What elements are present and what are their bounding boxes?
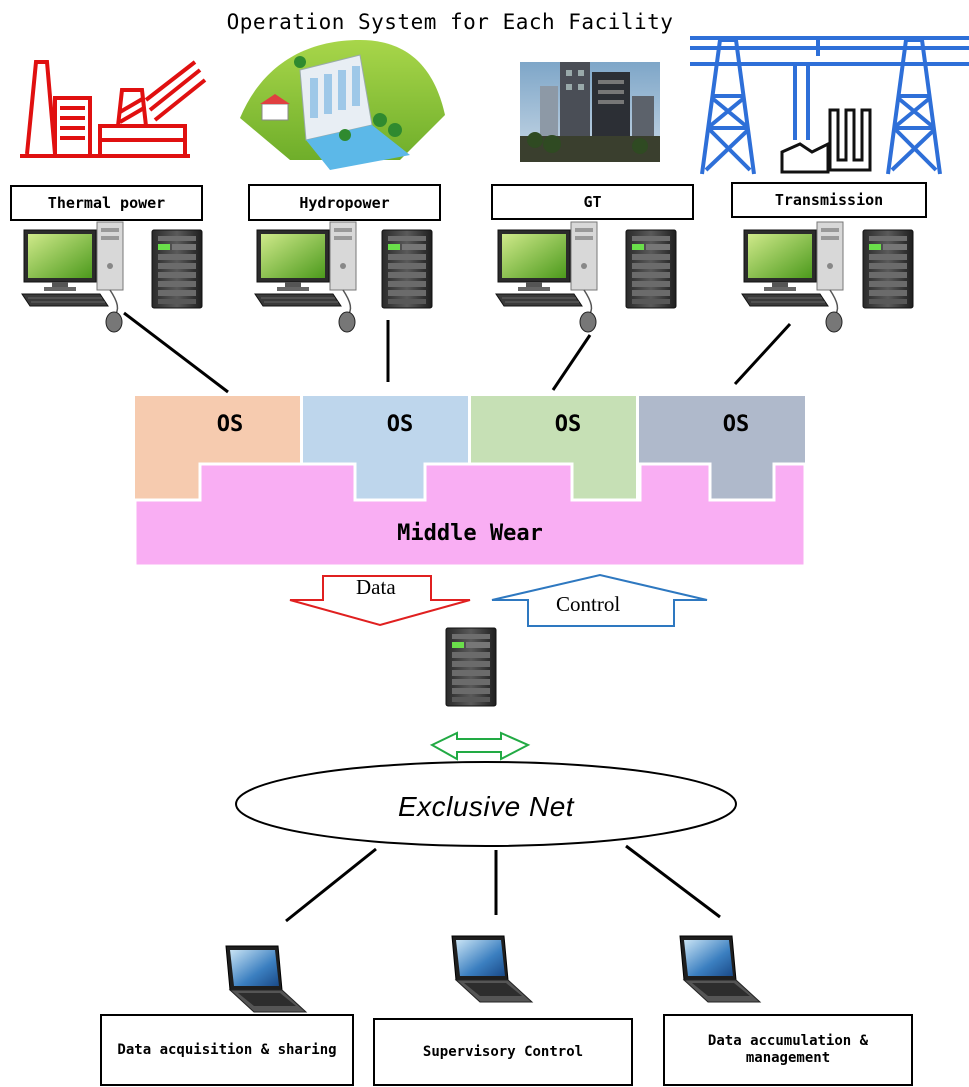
exclusive-net-label: Exclusive Net [397,791,575,822]
os-label-transmission: OS [722,412,750,437]
factory-icon [780,108,872,174]
laptop-supervisory-control-icon [451,935,533,1003]
os-label-hydropower: OS [386,412,414,437]
facility-label-thermal-power: Thermal power [10,185,203,221]
data-flow-arrow [289,575,471,627]
app-label-data-accumulation: Data accumulation & management [663,1014,913,1086]
os-label-thermal: OS [216,412,244,437]
facility-label-gt: GT [491,184,694,220]
gas-turbine-plant-icon [520,62,660,162]
control-flow-arrow [491,573,708,627]
facility-label-hydropower: Hydropower [248,184,441,221]
exclusive-net-ellipse [235,761,737,847]
laptop-data-acquisition-icon [225,945,307,1013]
app-label-data-acquisition: Data acquisition & sharing [100,1014,354,1086]
facility-label-transmission: Transmission [731,182,927,218]
hydropower-dam-icon [240,40,445,170]
transmission-workstation-icon [741,221,914,333]
app-label-supervisory-control: Supervisory Control [373,1018,633,1086]
transmission-tower-icon [690,36,969,175]
control-flow-label: Control [556,592,621,616]
central-server-icon [445,627,497,707]
bidirectional-link-arrow [429,731,531,761]
thermal-power-plant-icon [20,60,207,158]
data-flow-label: Data [356,575,396,599]
connector-lines [123,311,792,394]
thermal-workstation-icon [21,221,203,333]
laptop-data-accumulation-icon [679,935,761,1003]
middleware-label: Middle Wear [397,521,543,546]
diagram-title: Operation System for Each Facility [226,10,674,34]
gt-workstation-icon [495,221,677,333]
hydropower-workstation-icon [254,221,433,333]
network-lines [285,844,721,923]
os-label-gt: OS [554,412,582,437]
middleware-layer [133,462,807,568]
